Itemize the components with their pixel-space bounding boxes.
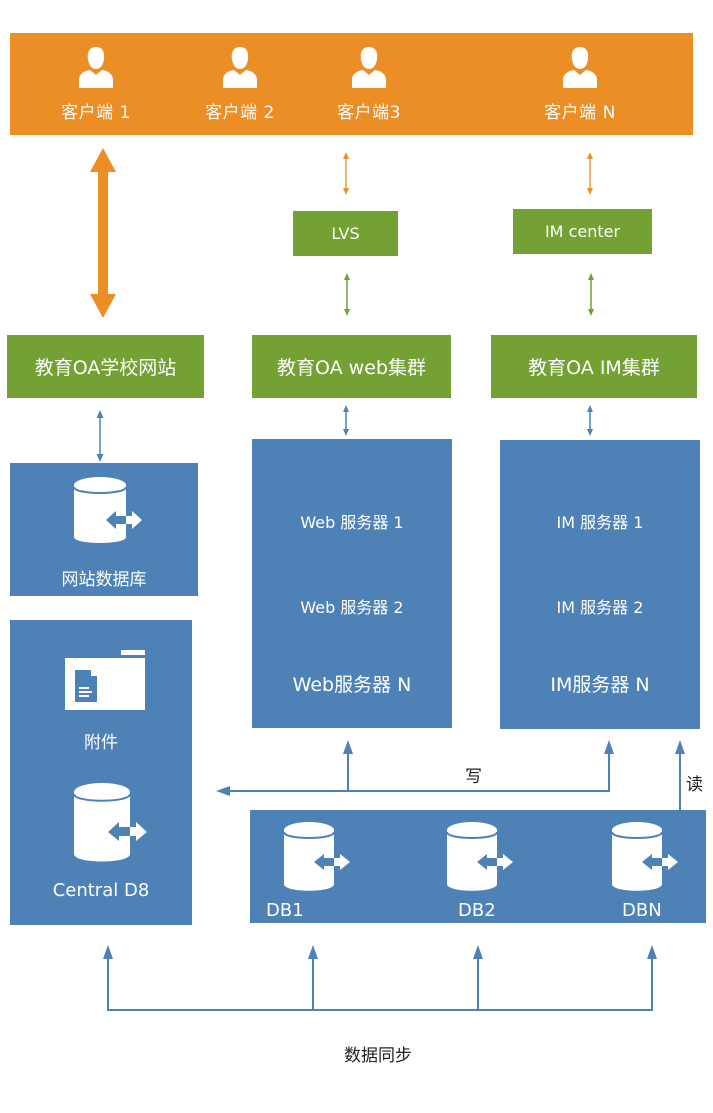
database-icon [73, 783, 147, 862]
web-server-1: Web 服务器 1 [300, 513, 404, 532]
client-imcenter-arrow [587, 152, 593, 195]
client-lvs-arrow [343, 152, 349, 195]
sync-flow [103, 945, 657, 1011]
dbn-label: DBN [622, 900, 662, 921]
database-icon [283, 822, 350, 891]
im-center-label: IM center [544, 222, 621, 241]
web-server-n: Web服务器 N [292, 674, 412, 696]
write-label: 写 [465, 767, 482, 787]
user-icon [79, 47, 113, 88]
lvs-box: LVS [293, 211, 398, 256]
user-icon [563, 47, 597, 88]
imcenter-im-arrow [588, 273, 594, 316]
im-cluster-box: 教育OA IM集群 [491, 335, 697, 398]
im-server-1: IM 服务器 1 [556, 513, 644, 532]
im-servers-box: IM 服务器 1 IM 服务器 2 IM服务器 N [500, 440, 700, 729]
write-flow [216, 740, 614, 796]
database-icon [73, 477, 142, 543]
web-cluster-label: 教育OA web集群 [277, 357, 426, 379]
user-icon [352, 47, 386, 88]
central-box: 附件 Central D8 [10, 620, 192, 925]
webcluster-web-arrow [343, 405, 349, 436]
lvs-web-arrow [344, 273, 350, 316]
web-cluster-box: 教育OA web集群 [252, 335, 451, 398]
lvs-label: LVS [331, 224, 360, 243]
client-1: 客户端 1 [41, 44, 151, 123]
im-server-n: IM服务器 N [550, 674, 650, 696]
client-label: 客户端 2 [205, 103, 275, 123]
im-server-2: IM 服务器 2 [556, 598, 644, 617]
database-icon [446, 822, 513, 891]
web-servers-box: Web 服务器 1 Web 服务器 2 Web服务器 N [252, 439, 452, 728]
im-cluster-label: 教育OA IM集群 [528, 357, 660, 379]
client-label: 客户端 1 [61, 103, 131, 123]
db-cluster-box: DB1 DB2 DBN [250, 810, 706, 923]
client-n: 客户端 N [525, 44, 635, 123]
read-flow [675, 740, 685, 810]
sync-label: 数据同步 [344, 1046, 412, 1066]
client-3: 客户端3 [314, 44, 424, 123]
web-server-2: Web 服务器 2 [300, 598, 404, 617]
attachment-label: 附件 [84, 733, 118, 753]
read-label: 读 [686, 775, 703, 795]
central-db-label: Central D8 [52, 880, 150, 901]
school-site-box: 教育OA学校网站 [7, 335, 204, 398]
im-center-box: IM center [513, 209, 652, 254]
website-db-label: 网站数据库 [61, 570, 147, 590]
db2-label: DB2 [458, 900, 496, 921]
client-2: 客户端 2 [185, 44, 295, 123]
client-label: 客户端 N [544, 103, 616, 123]
db1-label: DB1 [266, 900, 304, 921]
school-site-label: 教育OA学校网站 [34, 357, 177, 379]
website-db-box: 网站数据库 [10, 463, 198, 596]
client-site-arrow [90, 148, 116, 318]
client-label: 客户端3 [337, 103, 401, 123]
site-db-arrow [96, 410, 104, 462]
imcluster-im-arrow [587, 405, 593, 436]
database-icon [611, 822, 678, 891]
user-icon [223, 47, 257, 88]
folder-document-icon [65, 650, 145, 710]
